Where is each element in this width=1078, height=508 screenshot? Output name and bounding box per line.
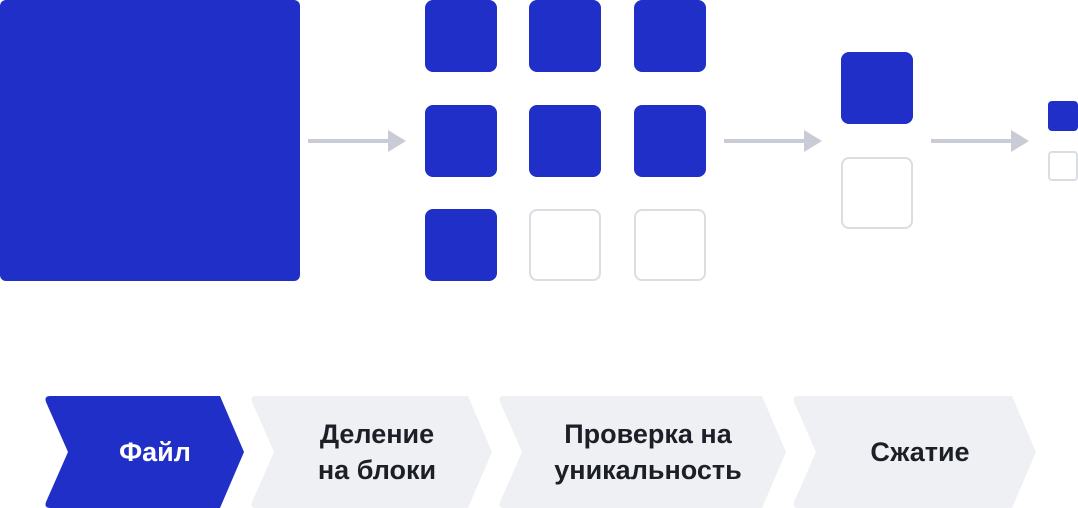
arrow-right-icon xyxy=(931,130,1029,152)
file-block xyxy=(0,0,300,281)
step-split: Деление на блоки xyxy=(250,396,492,508)
process-steps: Файл Деление на блоки Проверка на уникал… xyxy=(44,396,1044,508)
step-chevron-shape xyxy=(793,396,1036,508)
step-chevron-shape xyxy=(45,396,244,508)
split-block xyxy=(425,105,497,177)
arrow-right-icon xyxy=(308,130,406,152)
split-block xyxy=(425,209,497,281)
step-label: Файл xyxy=(119,437,191,467)
step-chevron-shape xyxy=(499,396,786,508)
split-block xyxy=(634,0,706,72)
compressed-block-empty xyxy=(1048,151,1078,181)
step-label: Проверка на уникальность xyxy=(554,419,742,485)
unique-block-empty xyxy=(841,157,913,229)
split-block xyxy=(529,0,601,72)
split-block xyxy=(529,105,601,177)
split-block xyxy=(425,0,497,72)
step-file: Файл xyxy=(44,396,244,508)
arrow-right-icon xyxy=(724,130,822,152)
compressed-block xyxy=(1048,101,1078,131)
split-block-empty xyxy=(529,209,601,281)
split-block xyxy=(634,105,706,177)
step-label: Сжатие xyxy=(870,437,970,467)
step-uniqueness: Проверка на уникальность xyxy=(498,396,786,508)
unique-block xyxy=(841,52,913,124)
step-chevron-shape xyxy=(251,396,492,508)
split-block-empty xyxy=(634,209,706,281)
step-compression: Сжатие xyxy=(792,396,1036,508)
step-label: Деление на блоки xyxy=(317,419,437,485)
